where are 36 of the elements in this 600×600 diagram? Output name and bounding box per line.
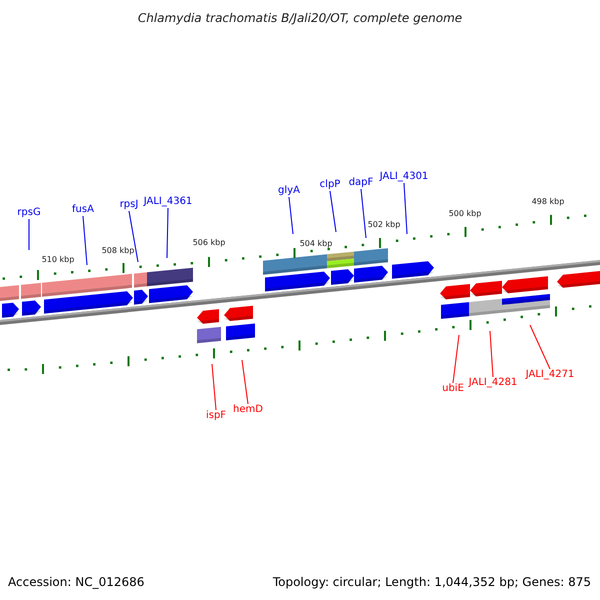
leader-line — [490, 330, 494, 378]
gene-label: clpP — [320, 180, 340, 190]
gene-label: glyA — [278, 186, 300, 196]
leader-line — [360, 188, 366, 238]
scale-label: 510 kbp — [42, 256, 74, 264]
leader-line — [242, 360, 248, 404]
gene-label: JALI_4271 — [526, 370, 574, 380]
leader-line — [452, 334, 460, 384]
scale-label: 502 kbp — [368, 221, 400, 229]
gene-label: ubiE — [442, 384, 464, 394]
diagram-title: Chlamydia trachomatis B/Jali20/OT, complete genome — [138, 12, 462, 24]
leader-line — [82, 216, 88, 266]
gene-label: hemD — [233, 405, 263, 415]
gene-label: JALI_4361 — [144, 197, 192, 207]
leader-line — [128, 210, 138, 262]
scale-label: 504 kbp — [300, 240, 332, 248]
scale-label: 508 kbp — [102, 247, 134, 255]
leader-line — [166, 208, 168, 258]
gene-label: rpsJ — [120, 200, 138, 210]
leader-line — [330, 190, 336, 232]
footer-text: Accession: NC_012686 — [8, 576, 144, 588]
gene-label: JALI_4301 — [380, 172, 428, 182]
gene-label: ispF — [206, 411, 226, 421]
leader-line — [212, 364, 216, 410]
gene-label: JALI_4281 — [468, 378, 518, 388]
gene-label: dapF — [348, 178, 374, 188]
leader-line — [288, 196, 294, 234]
scale-label: 500 kbp — [448, 210, 482, 218]
footer-text: Topology: circular; Length: 1,044,352 bp; Genes: 875 — [272, 576, 591, 588]
gene-label: fusA — [72, 205, 94, 215]
leader-line — [404, 182, 408, 234]
scale-label: 506 kbp — [192, 239, 226, 247]
leader-line — [28, 218, 30, 250]
leader-line — [530, 324, 550, 370]
gene-label: rpsG — [17, 208, 41, 218]
scale-label: 498 kbp — [532, 198, 564, 206]
